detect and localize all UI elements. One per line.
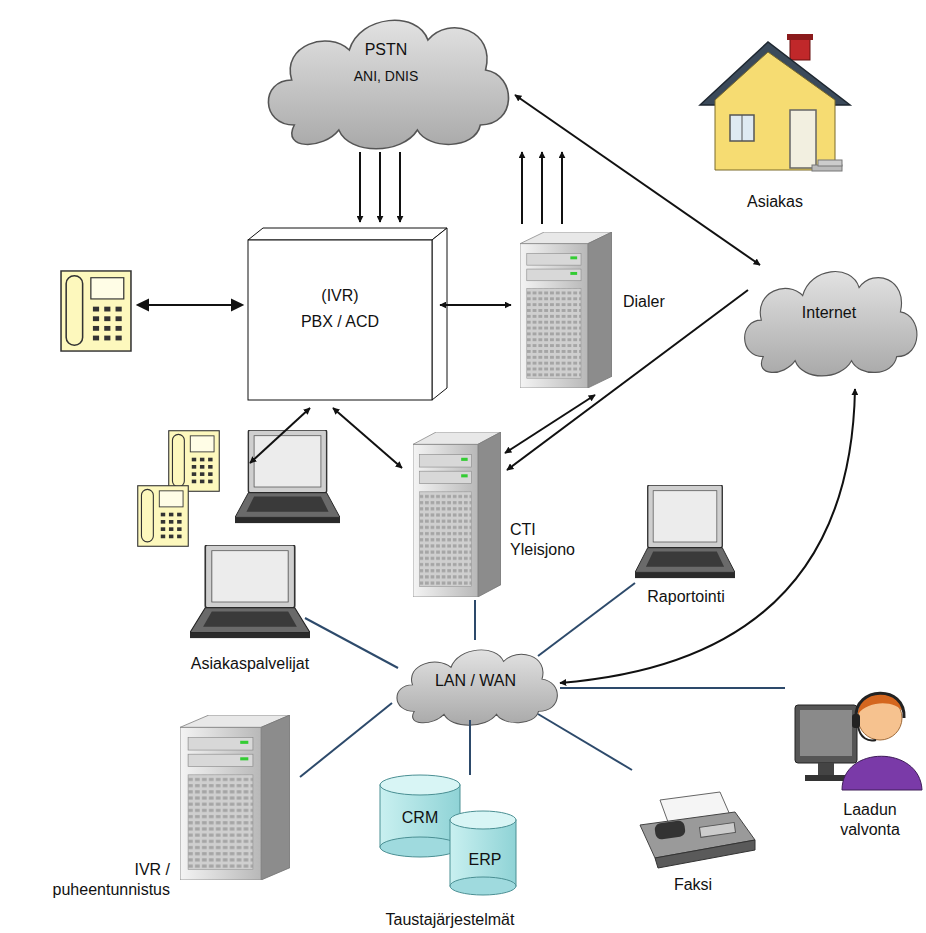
- connector: [250, 408, 310, 463]
- agent-figure: [795, 693, 922, 790]
- diagram-node: Faksi: [628, 785, 758, 900]
- phone-icon: [61, 271, 131, 351]
- connector: [515, 95, 760, 265]
- node-label: Faksi: [628, 875, 758, 895]
- node-label: CTI Yleisjono: [510, 520, 592, 560]
- pstn-cloud: [268, 20, 508, 148]
- connector: [379, 152, 381, 222]
- connector: [359, 152, 361, 222]
- node-label: IVR / puheentunnistus: [20, 860, 170, 900]
- phone-icon: [169, 431, 220, 492]
- laptop-icon: [235, 430, 340, 523]
- node-label: CRM: [380, 808, 460, 828]
- node-label: Internet: [735, 303, 923, 323]
- diagram-node: (IVR) PBX / ACD: [248, 228, 448, 403]
- phone-icon: [138, 486, 189, 547]
- connector: [505, 395, 595, 453]
- node-label: (IVR): [248, 286, 432, 306]
- house-icon: [700, 34, 850, 171]
- diagram-node: Dialer: [515, 230, 680, 395]
- connector: [561, 152, 563, 224]
- connector: [399, 152, 401, 222]
- node-label: Laadun valvonta: [818, 800, 922, 840]
- node-label: LAN / WAN: [388, 671, 563, 691]
- diagram-node: LAN / WAN: [388, 638, 563, 726]
- phone-link: [138, 300, 242, 310]
- connector: [333, 408, 402, 468]
- connector: [538, 714, 632, 770]
- diagram-node: ERP: [450, 810, 520, 895]
- node-label: Dialer: [623, 292, 679, 312]
- connector: [541, 152, 543, 224]
- diagram-node: Taustajärjestelmät CRM ERP: [370, 770, 530, 933]
- connector: [521, 152, 523, 224]
- node-label: Asiakaspalvelijat: [165, 654, 335, 674]
- node-label: ANI, DNIS: [255, 68, 517, 86]
- connector: [474, 600, 476, 640]
- node-label: PBX / ACD: [248, 312, 432, 332]
- diagram-node: Laadun valvonta: [785, 672, 925, 847]
- diagram-node: Asiakaspalvelijat: [135, 428, 345, 680]
- connector: [538, 583, 635, 656]
- node-label: Raportointi: [630, 587, 742, 607]
- node-label: ERP: [450, 850, 520, 870]
- diagram-node: Asiakas: [700, 35, 850, 220]
- laptop-icon: [190, 545, 310, 638]
- diagram-node: CTI Yleisjono: [410, 428, 595, 600]
- diagram-node: CRM: [380, 775, 460, 855]
- connector: [469, 720, 471, 775]
- node-label: Taustajärjestelmät: [370, 910, 530, 930]
- diagram-node: PSTN ANI, DNIS: [255, 0, 517, 150]
- database-cylinders: [380, 775, 516, 895]
- cti-server: [413, 432, 501, 597]
- internet-cloud: [745, 272, 917, 376]
- pbx-cube: [248, 228, 447, 400]
- fax-icon: [640, 792, 755, 868]
- diagram-node: Internet: [735, 255, 923, 377]
- ivr-server: [180, 715, 290, 880]
- node-label: PSTN: [255, 40, 517, 60]
- node-label: Asiakas: [700, 192, 850, 212]
- connector: [560, 389, 855, 683]
- connector: [300, 703, 392, 777]
- connector: [507, 290, 748, 470]
- diagram-node: IVR / puheentunnistus: [20, 712, 300, 902]
- connector: [440, 304, 511, 306]
- dialer-server: [520, 232, 612, 388]
- connector: [305, 618, 398, 668]
- connector: [560, 687, 785, 689]
- diagram-node: Raportointi: [630, 483, 742, 608]
- laptop-icon: [635, 485, 735, 578]
